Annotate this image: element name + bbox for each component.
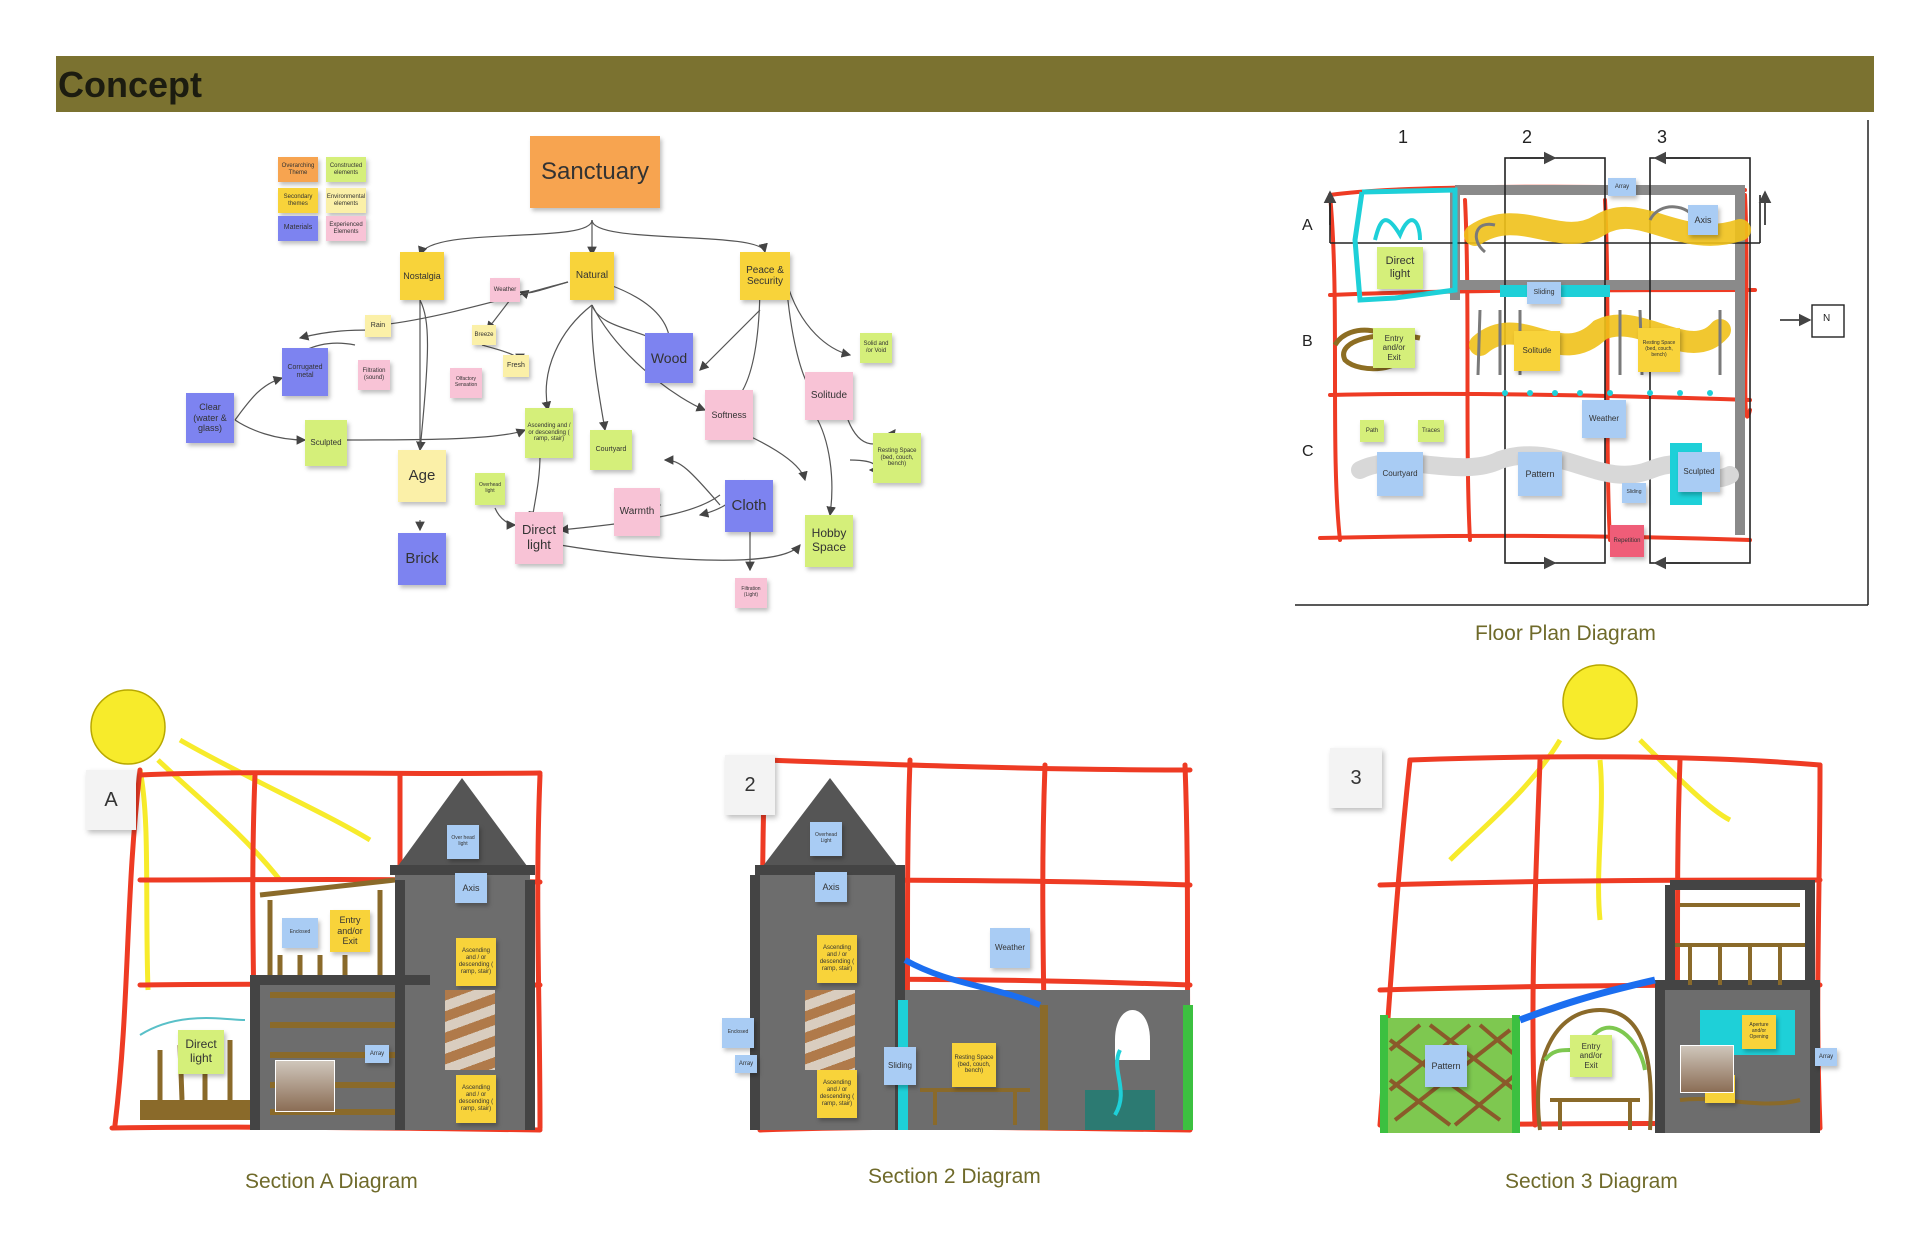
- note-nostalgia: Nostalgia: [400, 252, 444, 300]
- legend-experienced: Experienced Elements: [326, 216, 366, 241]
- section-2-note-ascending-2: Ascending and / or descending ( ramp, st…: [817, 1070, 857, 1118]
- section-2-note-resting: Resting Space (bed, couch, bench): [952, 1043, 996, 1087]
- section-a-caption: Section A Diagram: [245, 1170, 418, 1193]
- note-corrugated: Corrugated metal: [282, 348, 328, 396]
- section-2-note-array: Array: [735, 1055, 757, 1073]
- note-wood: Wood: [645, 333, 693, 383]
- note-ascending: Ascending and / or descending ( ramp, st…: [525, 408, 573, 458]
- note-courtyard: Courtyard: [590, 430, 632, 470]
- section-a-note-ascending-2: Ascending and / or descending ( ramp, st…: [456, 1075, 496, 1123]
- section-3-linework: [1377, 664, 1823, 1133]
- section-a-linework: [90, 689, 543, 1133]
- section-a-note-array: Array: [365, 1045, 389, 1063]
- page-title: Concept: [58, 64, 202, 105]
- section-2-note-ascending-1: Ascending and / or descending ( ramp, st…: [817, 935, 857, 983]
- note-peace: Peace & Security: [740, 252, 790, 300]
- section-2-note-axis: Axis: [815, 872, 847, 902]
- section-3-armchair: [1680, 1045, 1734, 1093]
- section-a-note-enclosed: Enclosed: [282, 918, 318, 948]
- north-indicator: N: [1823, 313, 1831, 324]
- note-breeze: Breeze: [472, 325, 496, 345]
- legend-constructed: Constructed elements: [326, 157, 366, 182]
- section-2-caption: Section 2 Diagram: [868, 1165, 1041, 1188]
- note-brick: Brick: [398, 533, 446, 585]
- plan-note-pattern: Pattern: [1518, 452, 1562, 496]
- note-softness: Softness: [705, 390, 753, 440]
- section-a-label: A: [86, 770, 136, 830]
- section-a-armchair: [275, 1060, 335, 1112]
- note-filtration-sound: Filtration (sound): [358, 360, 390, 390]
- note-fresh: Fresh: [503, 355, 529, 377]
- legend-environmental: Environmental elements: [326, 188, 366, 213]
- note-cloth: Cloth: [725, 480, 773, 532]
- note-olfactory: Olfactory Sensation: [450, 368, 482, 398]
- north-box: [1811, 304, 1845, 338]
- section-a-spiral-stair: [445, 990, 495, 1070]
- floor-plan-caption: Floor Plan Diagram: [1475, 622, 1656, 645]
- concept-map-connectors: [234, 219, 896, 572]
- section-3-note-array: Array: [1815, 1048, 1837, 1066]
- plan-note-array: Array: [1608, 178, 1636, 196]
- note-direct-light: Direct light: [515, 512, 563, 564]
- plan-note-direct-light: Direct light: [1377, 247, 1423, 289]
- plan-note-sliding-2: Sliding: [1622, 483, 1646, 503]
- plan-note-sculpted: Sculpted: [1678, 452, 1720, 492]
- header-banner: Concept: [56, 56, 1874, 112]
- note-overhead-light: Overhead light: [475, 473, 505, 505]
- section-3-label: 3: [1330, 748, 1382, 808]
- note-weather: Weather: [490, 278, 520, 302]
- section-2-note-enclosed: Enclosed: [722, 1018, 754, 1048]
- section-a-note-ascending-1: Ascending and / or descending ( ramp, st…: [456, 938, 496, 986]
- section-2-note-overhead: Overhead Light: [810, 822, 842, 856]
- section-3-note-pattern: Pattern: [1425, 1045, 1467, 1087]
- note-age: Age: [398, 450, 446, 502]
- note-warmth: Warmth: [614, 488, 660, 536]
- note-solitude: Solitude: [805, 372, 853, 420]
- note-solid-void: Solid and /or Void: [860, 333, 892, 363]
- legend-materials: Materials: [278, 216, 318, 241]
- section-a-note-axis: Axis: [455, 873, 487, 903]
- floor-plan-row-b: B: [1302, 333, 1313, 350]
- note-sanctuary: Sanctuary: [530, 136, 660, 208]
- section-2-note-weather: Weather: [990, 928, 1030, 968]
- plan-note-courtyard: Courtyard: [1377, 452, 1423, 496]
- plan-note-weather: Weather: [1582, 400, 1626, 438]
- note-filtration-light: Filtration (Light): [735, 578, 767, 608]
- plan-note-axis: Axis: [1688, 205, 1718, 235]
- section-2-spiral-stair: [805, 990, 855, 1070]
- section-3-caption: Section 3 Diagram: [1505, 1170, 1678, 1193]
- note-sculpted: Sculpted: [305, 420, 347, 466]
- note-natural: Natural: [570, 252, 614, 300]
- note-clear: Clear (water & glass): [186, 393, 234, 443]
- section-3-note-entry: Entry and/or Exit: [1570, 1035, 1612, 1077]
- floor-plan-column-2: 2: [1522, 127, 1533, 147]
- plan-note-traces: Traces: [1418, 420, 1444, 442]
- legend-overarching: Overarching Theme: [278, 157, 318, 182]
- section-2-note-sliding: Sliding: [884, 1047, 916, 1085]
- section-2-label: 2: [725, 755, 775, 815]
- section-a-note-entry: Entry and/or Exit: [330, 910, 370, 952]
- note-resting: Resting Space (bed, couch, bench): [873, 433, 921, 483]
- section-3-note-aperture: Aperture and/or Opening: [1742, 1015, 1776, 1049]
- floor-plan-row-a: A: [1302, 217, 1313, 234]
- plan-note-path: Path: [1360, 420, 1384, 442]
- floor-plan-column-1: 1: [1398, 127, 1409, 147]
- plan-note-sliding: Sliding: [1527, 282, 1561, 304]
- floor-plan-column-3: 3: [1657, 127, 1668, 147]
- note-rain: Rain: [365, 315, 391, 337]
- plan-note-entry: Entry and/or Exit: [1373, 328, 1415, 368]
- section-a-note-overhead: Over head light: [447, 825, 479, 859]
- plan-note-solitude: Solitude: [1514, 331, 1560, 371]
- floor-plan-row-c: C: [1302, 443, 1314, 460]
- section-a-note-direct-light: Direct light: [178, 1030, 224, 1074]
- section-2-linework: [750, 757, 1193, 1133]
- legend-secondary: Secondary themes: [278, 188, 318, 213]
- plan-note-repetition: Repetition: [1610, 525, 1644, 557]
- plan-note-resting: Resting Space (bed, couch, bench): [1638, 328, 1680, 372]
- note-hobby: Hobby Space: [805, 515, 853, 567]
